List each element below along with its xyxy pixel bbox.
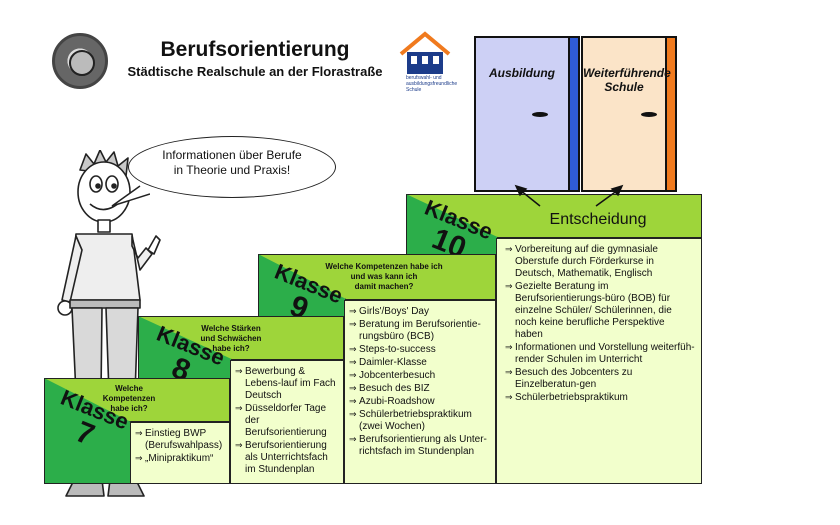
page-title: Berufsorientierung: [160, 38, 350, 61]
door-ausbildung-label: Ausbildung: [489, 66, 555, 80]
step-9-question: Welche Kompetenzen habe ich und was kann…: [325, 262, 443, 291]
step-9-list: Girls'/Boys' Day Beratung im Berufsorien…: [349, 305, 491, 458]
step-9-riser: Girls'/Boys' Day Beratung im Berufsorien…: [344, 300, 496, 484]
list-item: Berufsorientierung als Unter-richtsfach …: [349, 433, 491, 458]
list-item: Informationen und Vorstellung weiterfüh-…: [505, 341, 695, 366]
list-item: Besuch des BIZ: [349, 382, 491, 395]
school-logo-icon: [399, 31, 451, 74]
list-item: Einstieg BWP (Berufswahlpass): [135, 427, 227, 452]
list-item: Jobcenterbesuch: [349, 369, 491, 382]
step-10-riser: Vorbereitung auf die gymnasiale Oberstuf…: [496, 238, 702, 484]
door-schule: Weiterführende Schule: [581, 36, 671, 192]
decision-label: Entscheidung: [549, 211, 647, 228]
door-ausbildung: Ausbildung: [474, 36, 570, 192]
step-8-riser: Bewerbung & Lebens-lauf im Fach Deutsch …: [230, 360, 344, 484]
list-item: Vorbereitung auf die gymnasiale Oberstuf…: [505, 243, 695, 280]
logo-caption: berufswahl- und ausbildungsfreundliche S…: [406, 75, 458, 93]
list-item: Girls'/Boys' Day: [349, 305, 491, 318]
door-handle-icon: [532, 112, 548, 117]
step-8-question: Welche Stärken und Schwächen habe ich?: [200, 324, 262, 353]
list-item: Gezielte Beratung im Berufsorientierungs…: [505, 280, 695, 341]
list-item: Beratung im Berufsorientie-rungsbüro (BC…: [349, 318, 491, 343]
step-7-question: Welche Kompetenzen habe ich?: [102, 384, 156, 413]
list-item: Bewerbung & Lebens-lauf im Fach Deutsch: [235, 365, 341, 402]
list-item: Besuch des Jobcenters zu Einzelberatun-g…: [505, 366, 695, 391]
list-item: Daimler-Klasse: [349, 356, 491, 369]
list-item: Schülerbetriebspraktikum (zwei Wochen): [349, 408, 491, 433]
list-item: Düsseldorfer Tage der Berufsorientierung: [235, 402, 341, 439]
list-item: „Minipraktikum“: [135, 452, 227, 465]
step-7-list: Einstieg BWP (Berufswahlpass) „Miniprakt…: [135, 427, 227, 465]
page-subtitle: Städtische Realschule an der Florastraße: [127, 64, 383, 79]
list-item: Steps-to-success: [349, 343, 491, 356]
step-10-list: Vorbereitung auf die gymnasiale Oberstuf…: [505, 243, 695, 404]
school-seal-icon: [52, 33, 108, 89]
step-8-list: Bewerbung & Lebens-lauf im Fach Deutsch …: [235, 365, 341, 476]
decision-arrows-icon: [514, 184, 624, 207]
step-7-riser: Einstieg BWP (Berufswahlpass) „Miniprakt…: [130, 422, 230, 484]
list-item: Berufsorientierung als Unterrichtsfach i…: [235, 439, 341, 476]
door-schule-label: Weiterführende Schule: [583, 66, 671, 94]
speech-bubble-tail: [111, 185, 150, 207]
list-item: Schülerbetriebspraktikum: [505, 391, 695, 404]
list-item: Azubi-Roadshow: [349, 395, 491, 408]
speech-bubble: [128, 136, 336, 198]
door-handle-icon: [641, 112, 657, 117]
speech-bubble-text: Informationen über Berufe in Theorie und…: [162, 148, 302, 177]
